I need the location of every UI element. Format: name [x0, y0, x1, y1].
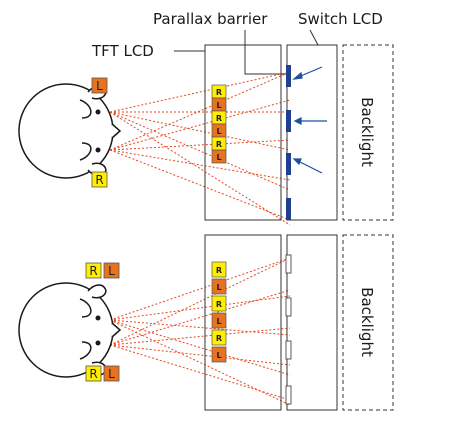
pixel-cell: R — [211, 84, 227, 99]
pixel-cell: L — [211, 312, 227, 329]
top-switch-lcd-panel — [286, 44, 338, 221]
pixel-cell: R — [211, 136, 227, 151]
right-eye-icon — [95, 147, 101, 153]
barrier-block — [286, 198, 291, 220]
pixel-cell: L — [211, 346, 227, 363]
pixel-cell: R — [211, 329, 227, 346]
barrier-slot — [285, 297, 292, 317]
svg-text:R: R — [89, 264, 97, 278]
bottom-light-rays — [109, 257, 291, 406]
pixel-cell: R — [211, 261, 227, 278]
barrier-slot — [285, 254, 292, 274]
bottom-switch-lcd-panel — [286, 234, 338, 411]
top-eye-tag-right: R — [91, 171, 108, 188]
barrier-slot — [285, 385, 292, 405]
bottom-eye-tags-lower: R L — [85, 365, 120, 382]
top-viewer-head — [18, 83, 122, 179]
pixel-cell: R — [211, 110, 227, 125]
top-pixel-column: R L R L R L — [211, 84, 227, 164]
left-eye-icon — [95, 109, 101, 115]
pixel-cell: R — [211, 295, 227, 312]
parallax-barrier-leader — [244, 30, 290, 75]
pixel-cell: L — [211, 278, 227, 295]
svg-text:L: L — [96, 79, 103, 93]
svg-text:R: R — [216, 266, 222, 275]
svg-text:R: R — [89, 367, 97, 381]
top-backlight-panel — [342, 44, 394, 221]
svg-text:L: L — [216, 101, 221, 110]
bottom-barrier-outlines — [285, 254, 292, 405]
left-eye-icon — [95, 315, 101, 321]
tft-lcd-leader — [174, 50, 206, 55]
top-light-rays — [109, 71, 291, 226]
bottom-pixel-column: R L R L R L — [211, 261, 227, 363]
barrier-block — [286, 153, 291, 175]
svg-text:R: R — [216, 300, 222, 309]
top-barrier-blocks — [286, 65, 291, 220]
pixel-cell: L — [211, 149, 227, 164]
svg-text:L: L — [108, 264, 115, 278]
top-eye-tag-left: L — [91, 77, 108, 94]
bottom-panel: Backlight R L R L — [18, 234, 394, 411]
barrier-block — [286, 65, 291, 87]
svg-text:R: R — [216, 334, 222, 343]
switch-lcd-leader — [309, 29, 319, 46]
parallax-barrier-label: Parallax barrier — [153, 10, 268, 28]
svg-text:R: R — [216, 88, 222, 97]
svg-text:L: L — [216, 351, 221, 360]
right-eye-icon — [95, 340, 101, 346]
bottom-viewer-head — [18, 282, 122, 378]
bottom-eye-tags-upper: R L — [85, 262, 120, 279]
bottom-backlight-label: Backlight — [358, 287, 376, 357]
svg-text:R: R — [216, 140, 222, 149]
tft-lcd-label: TFT LCD — [91, 42, 154, 60]
switch-lcd-label: Switch LCD — [298, 10, 383, 28]
svg-text:L: L — [216, 153, 221, 162]
top-panel: Backlight R L — [18, 44, 394, 226]
svg-text:R: R — [95, 173, 103, 187]
svg-text:R: R — [216, 114, 222, 123]
svg-text:L: L — [216, 127, 221, 136]
pixel-cell: L — [211, 123, 227, 138]
top-tft-lcd-panel — [204, 44, 282, 221]
svg-text:L: L — [216, 283, 221, 292]
svg-text:L: L — [216, 317, 221, 326]
bottom-tft-lcd-panel — [204, 234, 282, 411]
bottom-backlight-panel — [342, 234, 394, 411]
barrier-slot — [285, 340, 292, 360]
pixel-cell: L — [211, 97, 227, 112]
top-backlight-label: Backlight — [358, 97, 376, 167]
barrier-block — [286, 110, 291, 132]
svg-text:L: L — [108, 367, 115, 381]
top-switch-arrows — [292, 66, 327, 174]
